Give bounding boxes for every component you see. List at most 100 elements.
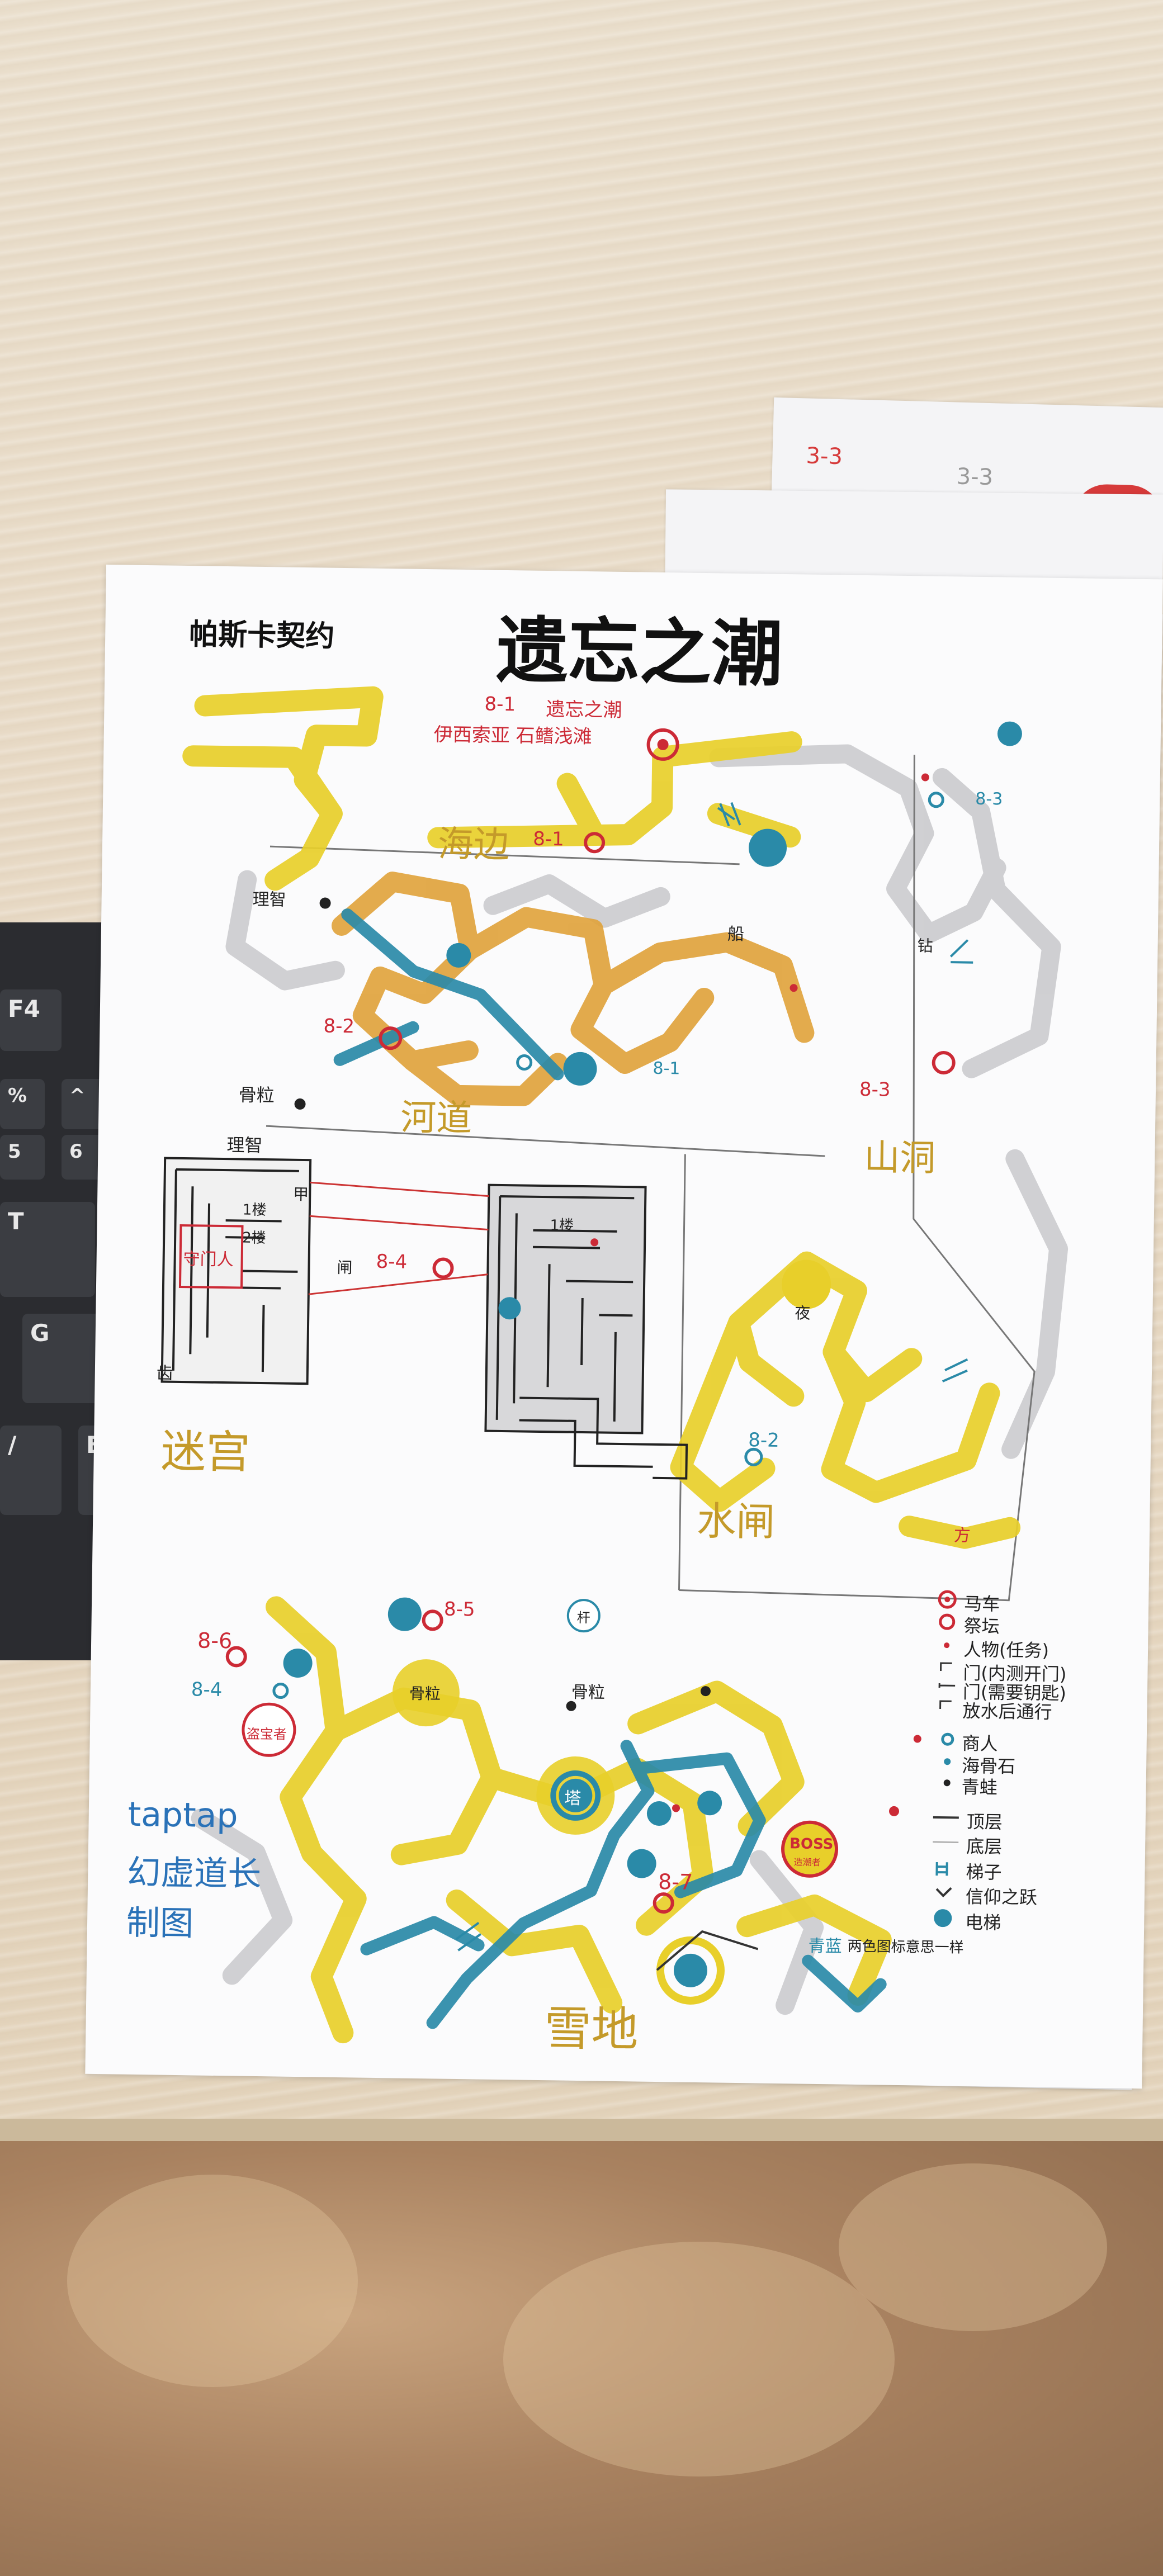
river-gray-path-2 [483,874,670,928]
legend-frog-icon [943,1779,951,1787]
label-tower: 塔 [564,1788,582,1809]
marker-8-7: 8-7 [658,1869,693,1895]
legend-leap-icon [935,1887,952,1897]
key-5[interactable]: 5 [0,1135,45,1180]
legend-symbols [178,1224,959,1928]
elevator [283,1648,313,1678]
label-boss-sub: 造潮者 [793,1857,821,1868]
legend-bottom-layer: 底层 [966,1835,1003,1858]
label-floor-1b: 1楼 [550,1217,574,1234]
legend-leap: 信仰之跃 [965,1886,1038,1909]
snow-path-1 [265,1596,367,2044]
key-t[interactable]: T [0,1202,95,1297]
frog [700,1686,711,1697]
legend-person: 人物(任务) [963,1639,1049,1661]
snow-hub [392,1659,460,1727]
legend-water-door-icon [939,1700,952,1710]
elevator [387,1597,422,1631]
label-floor-2: 2楼 [242,1229,266,1247]
snow-gray-path [191,1808,293,1985]
marker-8-3-blue: 8-3 [975,789,1003,809]
tower-icon [559,1778,593,1812]
ladder-icon [949,939,973,964]
sluice-hub [782,1259,831,1309]
seaside-path-3 [427,731,802,849]
sluice-path-1 [728,1251,923,1407]
blanket-fold [839,2163,1107,2331]
seaside-path-4 [556,773,606,845]
seabone [516,1054,533,1071]
marker-8-5: 8-5 [443,1598,475,1621]
stage-name: 遗忘之潮 [546,698,622,722]
npc-dot [921,773,929,782]
elevator [697,1791,722,1816]
maze-right-block [484,1183,647,1434]
elevator [646,1801,672,1826]
top-layer-blue [333,908,887,2029]
stage-code: 8-1 [484,693,516,716]
ladder-icon [455,1921,482,1952]
marker-8-4-blue: 8-4 [191,1678,223,1702]
map-title: 遗忘之潮 [495,609,783,697]
seabone [272,1683,289,1699]
sluice-path-3 [821,1341,1000,1503]
blanket [0,2141,1163,2576]
boss-icon [781,1820,839,1878]
back-sheet-code-right: 3-3 [956,463,994,491]
frog [566,1701,576,1711]
key-percent[interactable]: % [0,1079,45,1129]
label-drill: 钻 [917,936,933,955]
river-gray-path [225,870,345,991]
legend-ladder-icon [935,1862,948,1876]
npc-dot [789,984,798,992]
region-cave: 山洞 [863,1137,936,1180]
credit-made: 制图 [126,1903,194,1944]
stage-sub: 伊西索亚 石鳍浅滩 [433,723,592,749]
altar-8-1 [584,832,606,854]
snow-gray-path-2 [749,1850,824,2015]
sluice-path-2 [670,1311,776,1512]
elevator [627,1849,656,1878]
marker-8-1-blue: 8-1 [653,1058,680,1079]
label-gatekeeper: 守门人 [183,1249,234,1270]
ladders [455,802,973,1952]
label-gate: 闸 [337,1258,353,1277]
markers [225,721,1022,2005]
seaside-path-1 [194,686,384,891]
legend-note-blue: 青蓝 [808,1936,842,1957]
blanket-fold [67,2175,358,2387]
river-blue-path [341,908,564,1081]
legend-person-icon [944,1642,950,1649]
snow-blue-path-3 [360,1916,485,1955]
divider-maze-sluice [678,1154,686,1590]
legend-door-icon [940,1662,952,1671]
desk-edge [0,2119,1163,2141]
legend-water: 放水后通行 [962,1700,1052,1723]
region-maze: 迷宫 [160,1425,251,1479]
legend-top-line-icon [933,1816,959,1819]
sluice-path-4 [899,1516,1021,1549]
credit-platform: taptap [127,1794,239,1836]
seabone [928,792,944,808]
npc-dot [590,1238,599,1247]
divider-cave [679,755,1036,1602]
altar-8-6 [225,1646,247,1668]
credit-author: 幻虚道长 [126,1853,262,1895]
map-sheet: 帕斯卡契约 遗忘之潮 8-1 遗忘之潮 伊西索亚 石鳍浅滩 海边 河道 山洞 迷… [85,565,1163,2089]
legend-merchant-icon [941,1732,954,1746]
map-drawing [160,686,1069,2044]
altar-8-4 [432,1257,454,1279]
altar-8-5 [422,1609,443,1631]
legend-altar: 祭坛 [963,1615,1000,1637]
key-f4[interactable]: F4 [0,989,62,1051]
label-pole: 杆 [576,1609,590,1626]
route-line [656,1930,759,1971]
elevator [563,1052,597,1086]
top-layer-yellow [182,686,1021,2044]
snow-path-6 [736,1894,892,2006]
label-guli-3: 骨粒 [571,1682,606,1703]
label-night: 夜 [795,1304,811,1323]
label-gear: 齿 [156,1363,174,1384]
key-slash[interactable]: / [0,1426,62,1515]
cave-gray-path-2 [932,768,1061,1078]
